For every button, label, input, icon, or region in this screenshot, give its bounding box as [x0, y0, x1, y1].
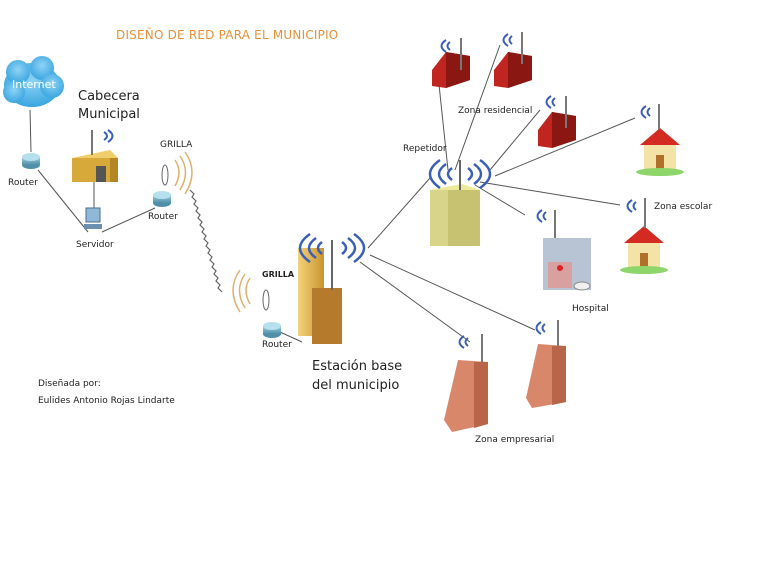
credits-line1: Diseñada por: [38, 379, 101, 389]
label-internet: Internet [12, 78, 56, 91]
label-repetidor: Repetidor [403, 144, 447, 154]
link-estacion-empresa1 [359, 261, 471, 343]
link-repetidor-hospital [474, 184, 526, 216]
link-estacion-empresa2 [369, 254, 536, 331]
wireless-link-grilla [189, 189, 223, 293]
house-icon-residencial-3 [538, 95, 576, 148]
signal-icon-repetidor [428, 158, 492, 190]
link-router-servidor [37, 169, 89, 233]
link-repetidor-casa2 [454, 44, 501, 171]
estacion-base-tower-icon [298, 232, 366, 344]
link-internet-router [29, 109, 32, 153]
school-icon-2 [620, 198, 668, 274]
house-icon-residencial-2 [494, 32, 532, 88]
label-router-center: Router [148, 212, 178, 222]
label-estacion-line2: del municipio [312, 378, 400, 393]
house-icon-residencial-1 [432, 38, 470, 88]
office-building-icon-1 [444, 334, 488, 432]
grilla-antenna-icon-top [161, 151, 193, 195]
label-grilla-top: GRILLA [160, 140, 193, 150]
link-repetidor-casa1 [437, 74, 449, 171]
router-icon-left [22, 153, 40, 169]
label-estacion-line1: Estación base [312, 359, 403, 374]
connection-lines [29, 44, 636, 343]
school-icon-1 [636, 104, 684, 176]
label-servidor: Servidor [76, 240, 114, 250]
label-router-base: Router [262, 340, 292, 350]
link-estacion-repetidor [367, 177, 431, 249]
router-icon-center [153, 191, 171, 207]
diagram-title: DISEÑO DE RED PARA EL MUNICIPIO [116, 28, 339, 42]
label-hospital: Hospital [572, 304, 609, 314]
label-zona-empresarial: Zona empresarial [475, 435, 555, 445]
link-router-estacion [279, 331, 303, 343]
cabecera-building-icon [72, 129, 118, 182]
link-repetidor-casa3 [489, 109, 541, 171]
label-cabecera-line1: Cabecera [78, 89, 140, 104]
hospital-icon [536, 209, 591, 291]
repetidor-building-icon [428, 158, 492, 246]
server-icon [84, 207, 102, 229]
link-servidor-router [101, 207, 156, 233]
credits-line2: Eulides Antonio Rojas Lindarte [38, 396, 175, 406]
internet-cloud-icon [3, 56, 64, 107]
label-zona-escolar: Zona escolar [654, 202, 713, 212]
link-repetidor-escuela1 [494, 117, 636, 177]
router-icon-base [263, 322, 281, 338]
label-zona-residencial: Zona residencial [458, 106, 533, 116]
signal-icon-estacion [298, 232, 366, 264]
link-repetidor-escuela2 [479, 181, 621, 206]
office-building-icon-2 [526, 320, 566, 408]
grilla-antenna-icon-bottom [232, 269, 270, 313]
label-router-left: Router [8, 178, 38, 188]
label-grilla-bottom: GRILLA [262, 270, 295, 279]
label-cabecera-line2: Municipal [78, 107, 140, 122]
